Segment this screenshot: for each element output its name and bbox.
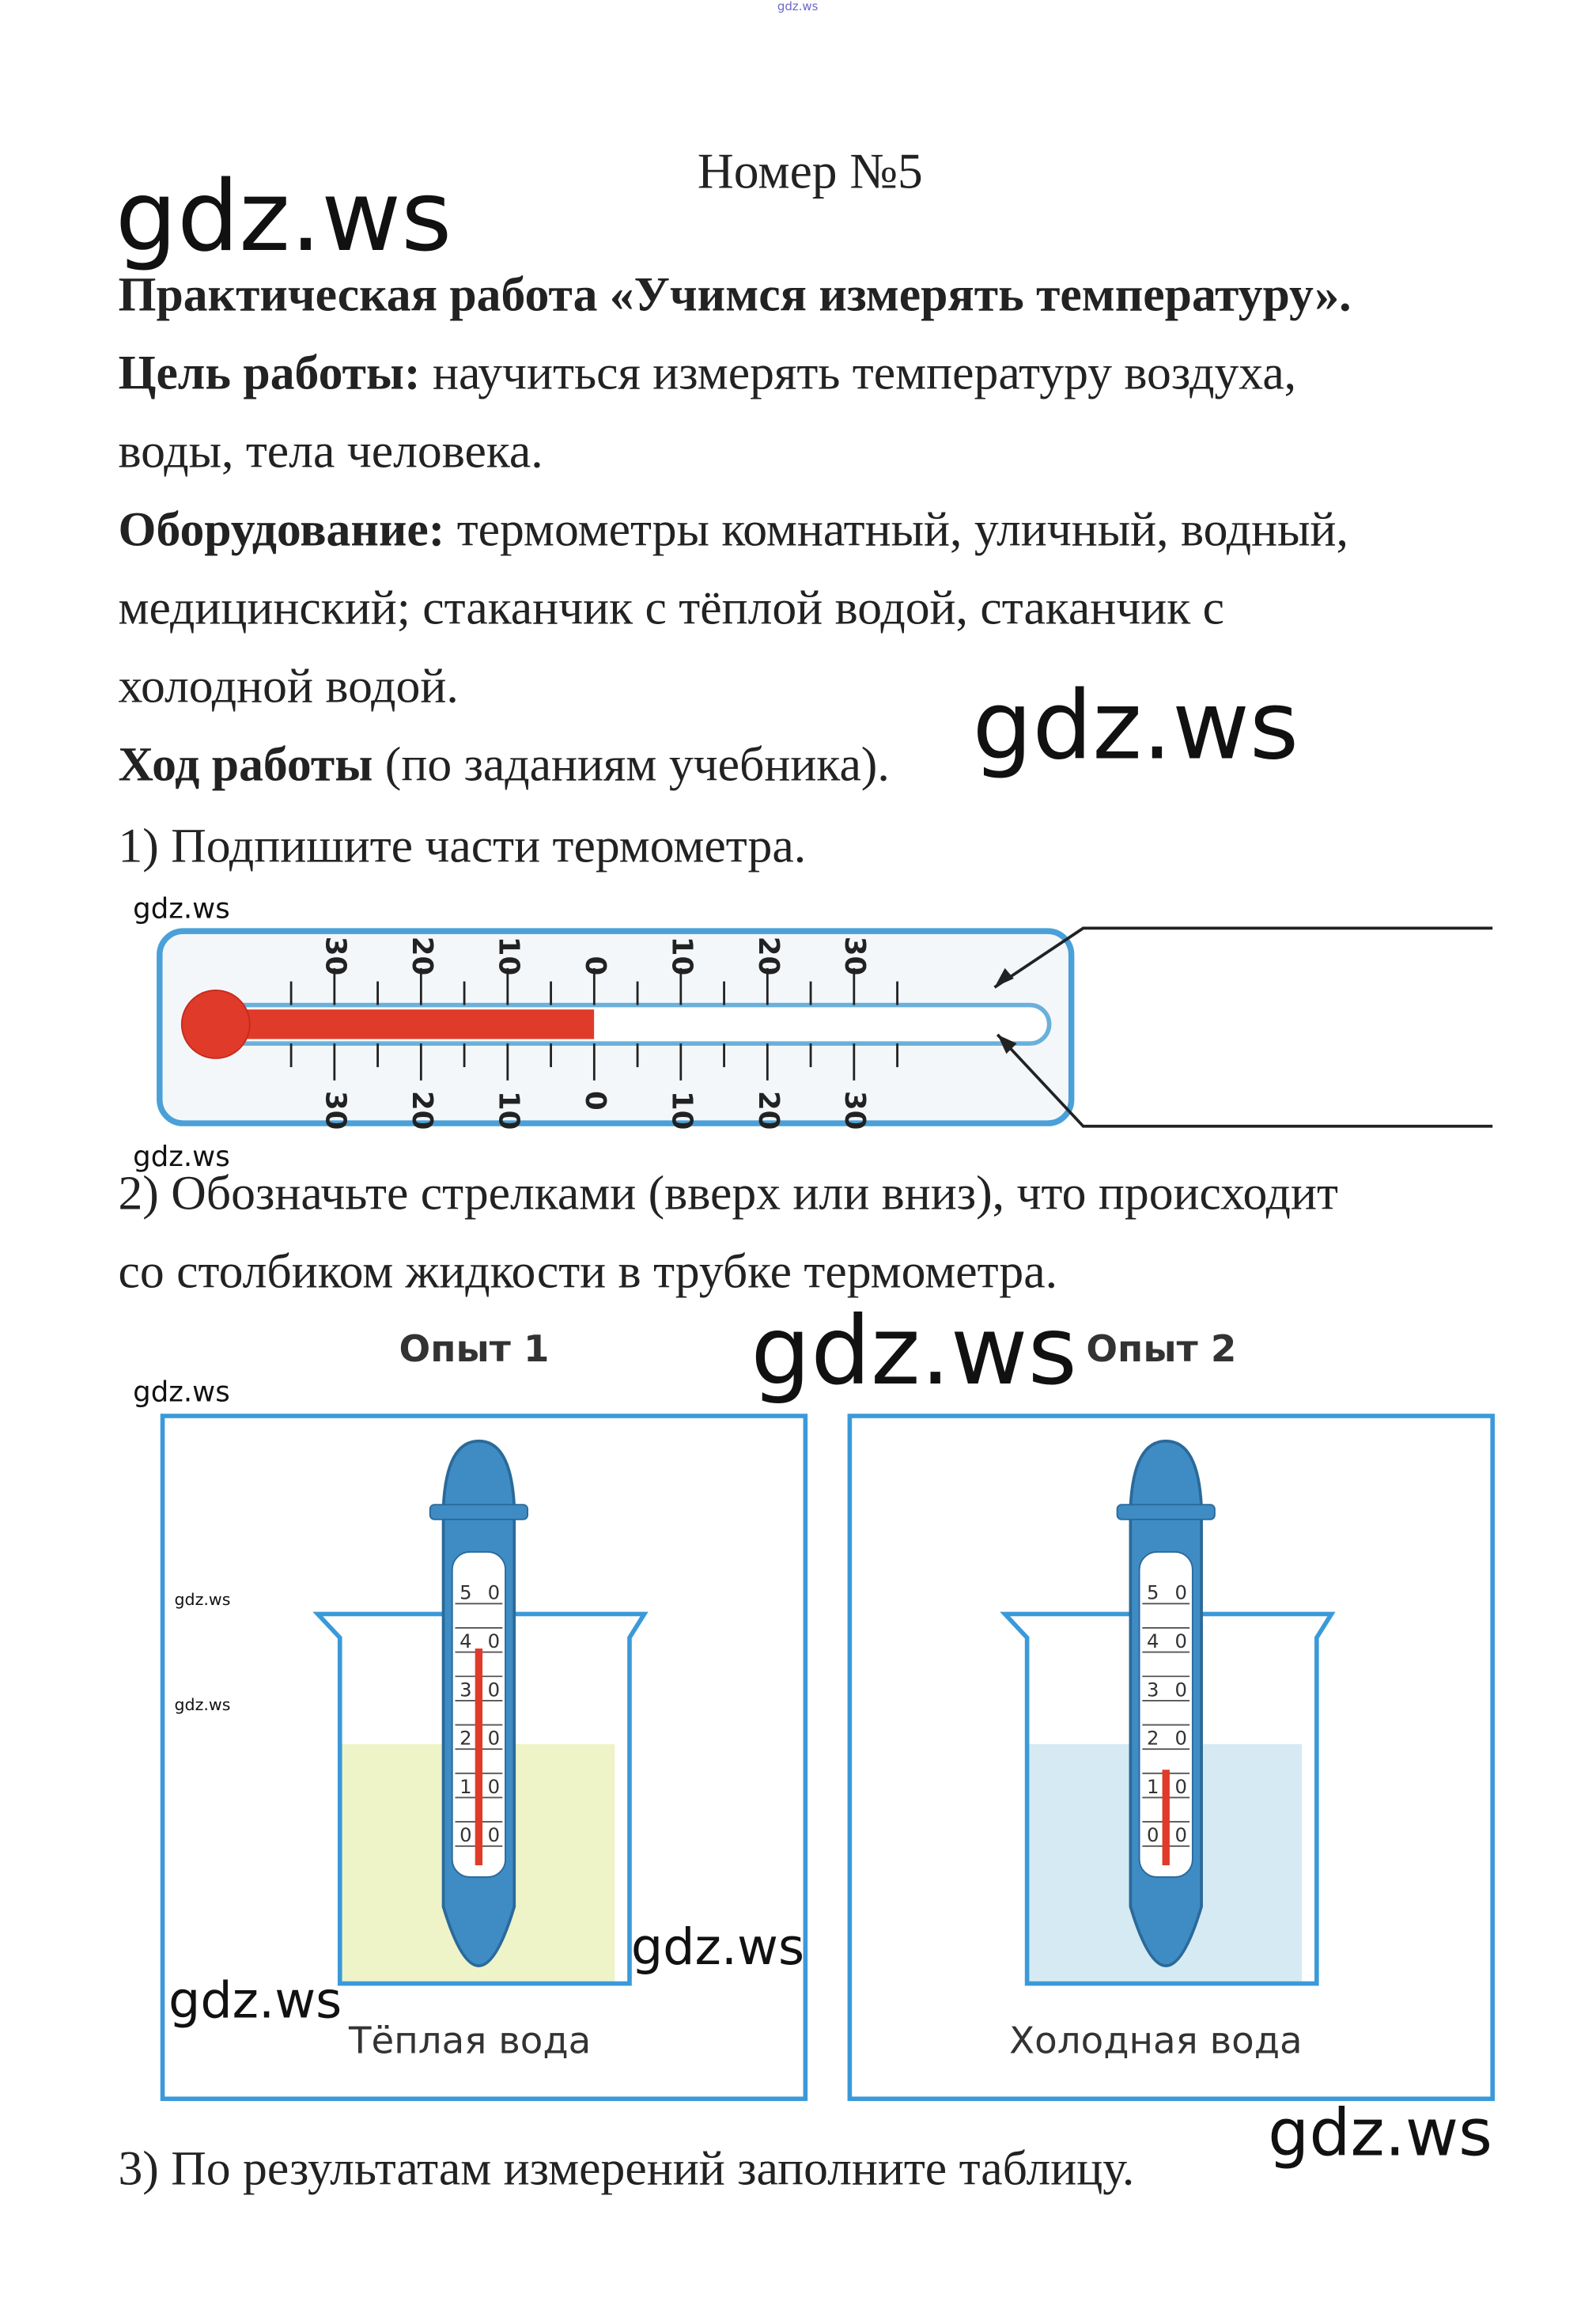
task3-text: 3) По результатам измерений заполните та… — [118, 2143, 1135, 2197]
scale-label: 20 — [406, 937, 438, 975]
task1-text: 1) Подпишите части термометра. — [118, 820, 807, 874]
equipment-text-2: медицинский; стаканчик с тёплой водой, с… — [118, 582, 1224, 636]
scale-digit: 5 — [1147, 1581, 1159, 1604]
watermark: gdz.ws — [115, 159, 452, 274]
watermark-top: gdz.ws — [777, 0, 819, 13]
scale-digit: 4 — [1147, 1630, 1159, 1652]
scale-digit: 0 — [488, 1630, 500, 1652]
goal-text-2: воды, тела человека. — [118, 426, 543, 479]
scale-label: 20 — [752, 1091, 785, 1130]
liquid-column — [475, 1648, 483, 1866]
experiment-2-caption: Холодная вода — [1009, 2019, 1303, 2062]
scale-label: 10 — [492, 937, 524, 975]
procedure-label: Ход работы — [118, 739, 373, 793]
scale-digit: 0 — [460, 1823, 471, 1846]
watermark: gdz.ws — [174, 1695, 231, 1715]
experiment-2-title: Опыт 2 — [1086, 1327, 1237, 1371]
mercury-column — [221, 1009, 595, 1039]
scale-digit: 0 — [1174, 1775, 1186, 1798]
label-pointer-top — [993, 926, 1493, 989]
arrowhead-icon — [994, 967, 1014, 988]
scale-digit: 0 — [1147, 1823, 1159, 1846]
scale-digit: 0 — [1174, 1678, 1186, 1701]
goal-label: Цель работы: — [118, 347, 421, 401]
page-title: Номер №5 — [697, 145, 923, 200]
scale-digit: 0 — [488, 1775, 500, 1798]
scale-digit: 5 — [460, 1581, 471, 1604]
thermometer-bulb — [180, 989, 251, 1059]
experiment-frame — [160, 1414, 808, 2102]
watermark: gdz.ws — [630, 1918, 805, 1978]
scale-label: 10 — [665, 1091, 698, 1130]
procedure-line: Ход работы (по заданиям учебника). — [118, 739, 889, 793]
scale-label: 30 — [838, 1091, 871, 1130]
scale-digit: 3 — [460, 1678, 471, 1701]
scale-digit: 0 — [488, 1678, 500, 1701]
thermometer-cap-ring — [429, 1504, 528, 1520]
equipment-label: Оборудование: — [118, 504, 445, 558]
procedure-text: (по заданиям учебника). — [373, 739, 890, 793]
scale-digit: 0 — [1174, 1727, 1186, 1750]
watermark: gdz.ws — [1268, 2095, 1492, 2171]
label-pointer-bottom — [996, 1033, 1493, 1128]
scale-label: 30 — [838, 937, 871, 975]
scale-digit: 4 — [460, 1630, 471, 1652]
scale-digit: 0 — [488, 1727, 500, 1750]
thermometer-cap-ring — [1116, 1504, 1216, 1520]
scale-label: 30 — [319, 937, 351, 975]
scale-label: 20 — [752, 937, 785, 975]
beaker — [1000, 1611, 1336, 1986]
task2-text-2: со столбиком жидкости в трубке термометр… — [118, 1246, 1057, 1300]
equipment-line: Оборудование: термометры комнатный, улич… — [118, 504, 1348, 558]
scale-digit: 2 — [460, 1727, 471, 1750]
scale-digit: 1 — [1147, 1775, 1159, 1798]
practical-heading: Практическая работа «Учимся измерять тем… — [118, 269, 1352, 323]
watermark: gdz.ws — [168, 1971, 342, 2031]
experiment-1-caption: Тёплая вода — [348, 2019, 592, 2062]
scale-bottom: 30 20 10 0 10 20 30 — [319, 1091, 871, 1130]
equipment-text: термометры комнатный, уличный, водный, — [444, 504, 1348, 558]
watermark: gdz.ws — [133, 1376, 230, 1409]
liquid-column — [1162, 1770, 1170, 1866]
task2-text: 2) Обозначьте стрелками (вверх или вниз)… — [118, 1168, 1338, 1221]
scale-top: 30 20 10 0 10 20 30 — [319, 937, 871, 975]
scale-digit: 1 — [460, 1775, 471, 1798]
watermark: gdz.ws — [751, 1297, 1077, 1407]
scale-label: 30 — [319, 1091, 351, 1130]
scale-digit: 0 — [1174, 1630, 1186, 1652]
beaker — [312, 1611, 649, 1986]
scale-digit: 3 — [1147, 1678, 1159, 1701]
scale-label: 0 — [579, 956, 611, 976]
thermometer-diagram: 30 20 10 0 10 20 30 30 20 10 0 10 20 30 — [157, 926, 1493, 1130]
goal-text: научиться измерять температуру воздуха, — [420, 347, 1297, 401]
scale-label: 10 — [665, 937, 698, 975]
scale-label: 20 — [406, 1091, 438, 1130]
scale-window — [1138, 1550, 1193, 1878]
experiment-frame — [847, 1414, 1495, 2102]
goal-line: Цель работы: научиться измерять температ… — [118, 347, 1296, 402]
experiment-1-title: Опыт 1 — [399, 1327, 550, 1371]
watermark: gdz.ws — [972, 672, 1299, 782]
scale-ticks — [289, 967, 898, 1081]
arrowhead-icon — [997, 1034, 1017, 1054]
scale-digit: 2 — [1147, 1727, 1159, 1750]
watermark: gdz.ws — [133, 892, 230, 925]
equipment-text-3: холодной водой. — [118, 661, 459, 714]
scale-digit: 0 — [1174, 1823, 1186, 1846]
watermark: gdz.ws — [133, 1141, 230, 1174]
scale-digit: 0 — [488, 1581, 500, 1604]
scale-digit: 0 — [1174, 1581, 1186, 1604]
watermark: gdz.ws — [174, 1590, 231, 1610]
scale-label: 0 — [579, 1091, 611, 1111]
scale-label: 10 — [492, 1091, 524, 1130]
scale-digit: 0 — [488, 1823, 500, 1846]
